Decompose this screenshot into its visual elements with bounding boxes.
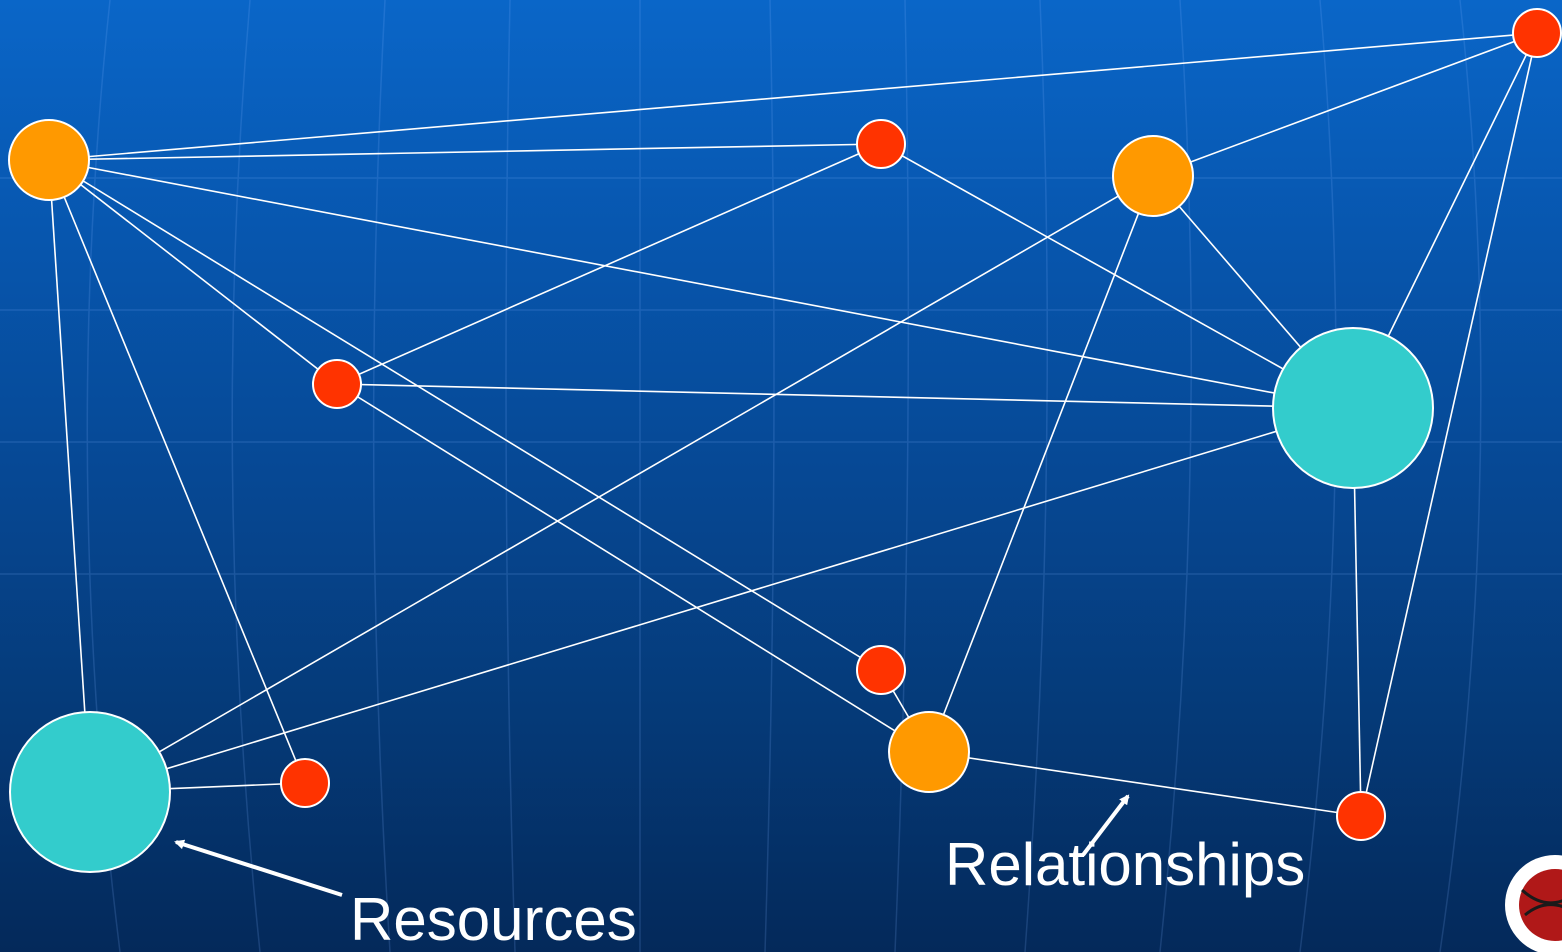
- red-node: [856, 119, 906, 169]
- relationship-edge: [1152, 32, 1538, 177]
- orange-node: [1112, 135, 1194, 217]
- orange-node: [8, 119, 90, 201]
- resources-label: Resources: [350, 886, 637, 952]
- relationship-edge: [1360, 32, 1538, 817]
- relationship-edge: [336, 383, 1354, 409]
- grid-line: [1024, 0, 1049, 952]
- orange-node: [888, 711, 970, 793]
- relationship-edge: [48, 143, 882, 161]
- nodes-layer: [8, 8, 1562, 873]
- grid-line: [764, 0, 775, 952]
- relationship-edge: [928, 175, 1154, 753]
- grid-line: [1159, 0, 1192, 952]
- relationships-arrow: [1081, 794, 1130, 857]
- resources-arrow: [174, 839, 343, 897]
- relationship-edge: [48, 159, 1354, 409]
- grid-line: [372, 0, 391, 952]
- resource-node: [9, 711, 171, 873]
- relationship-edge: [880, 143, 1354, 409]
- seal-logo: [1505, 855, 1562, 952]
- grid-line: [231, 0, 261, 952]
- grid-line: [894, 0, 910, 952]
- relationship-edge: [336, 383, 930, 753]
- relationships-label: Relationships: [945, 831, 1305, 898]
- grid-line: [505, 0, 516, 952]
- relationship-edge: [89, 175, 1154, 793]
- red-node: [280, 758, 330, 808]
- relationship-edge: [48, 159, 882, 671]
- relationship-edge: [48, 159, 338, 385]
- relationship-edge: [48, 159, 306, 784]
- relationship-edge: [48, 159, 91, 793]
- relationship-edge: [336, 143, 882, 385]
- relationship-edge: [89, 407, 1354, 793]
- red-node: [856, 645, 906, 695]
- relationship-edge: [48, 32, 1538, 161]
- resource-node: [1272, 327, 1434, 489]
- red-node: [1512, 8, 1562, 58]
- relationship-edge: [928, 751, 1362, 817]
- grid-line: [1439, 0, 1482, 952]
- red-node: [312, 359, 362, 409]
- red-node: [1336, 791, 1386, 841]
